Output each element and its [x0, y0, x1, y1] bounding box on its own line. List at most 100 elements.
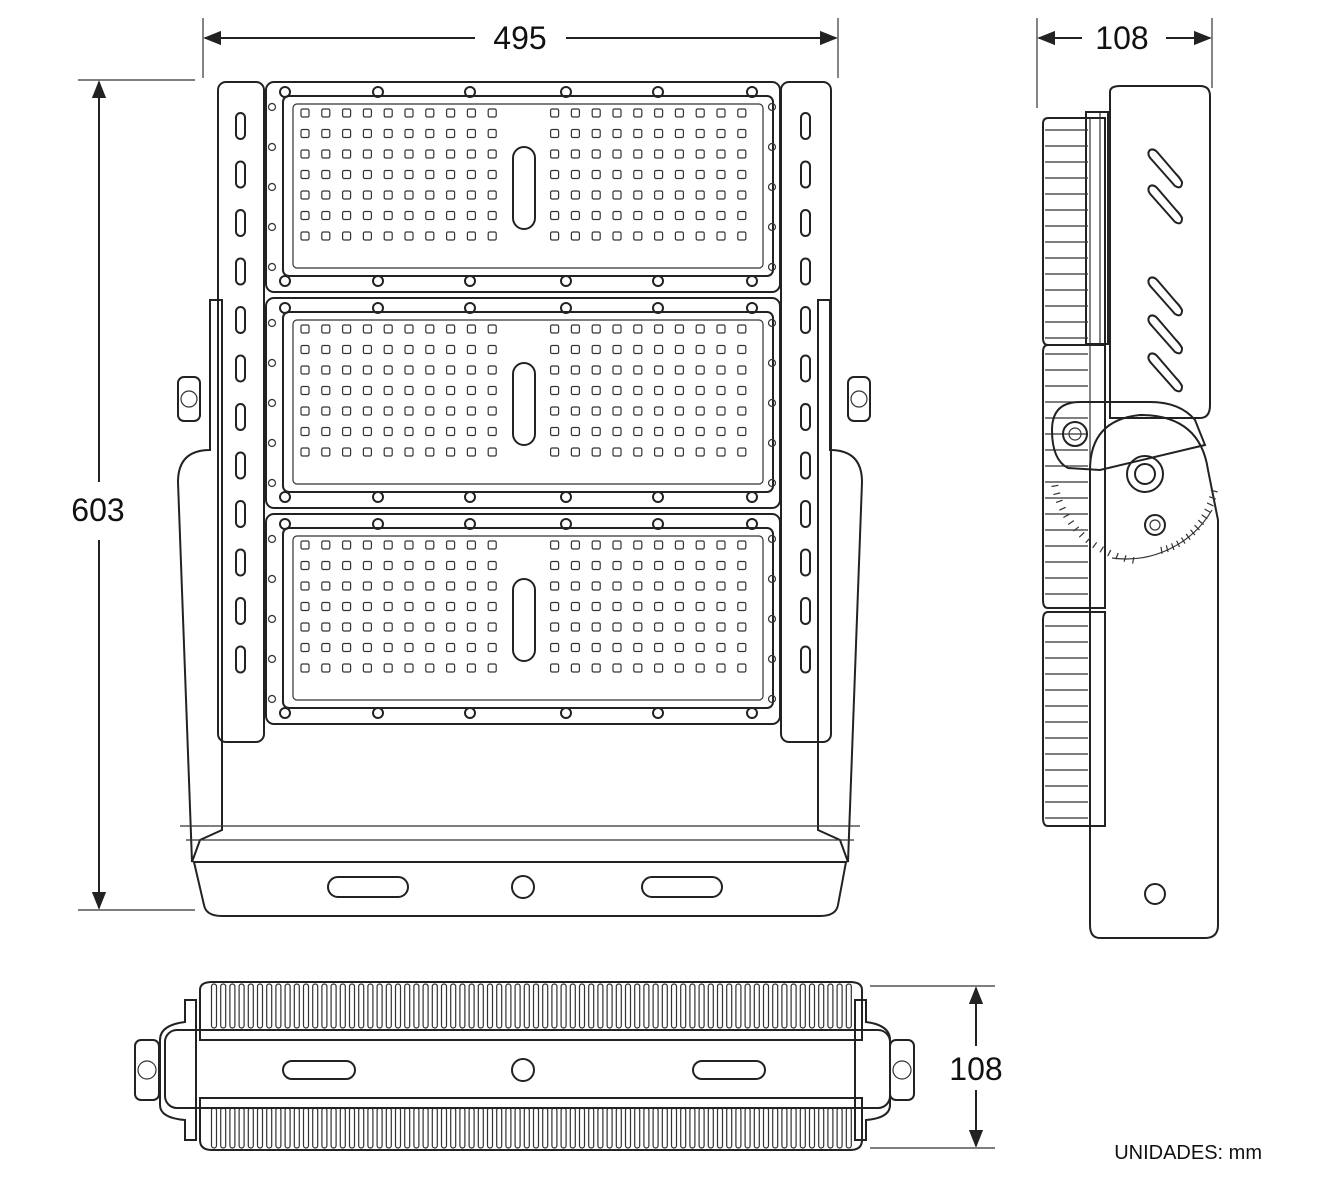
led-chip [466, 663, 476, 673]
led-chip [570, 210, 581, 221]
led-chip [612, 622, 622, 632]
fin [321, 1107, 328, 1149]
led-chip [425, 540, 435, 550]
module-frame [265, 81, 781, 293]
led-chip [653, 231, 664, 241]
screw-icon [767, 262, 777, 272]
fin [247, 983, 254, 1029]
screw-icon [767, 222, 777, 232]
led-chip [321, 365, 331, 375]
fin [339, 1107, 346, 1149]
led-chip [425, 108, 435, 118]
rail-slot [800, 597, 811, 625]
led-chip [425, 149, 435, 159]
screw-icon [267, 182, 277, 192]
fin [716, 983, 724, 1029]
screw-icon [746, 707, 758, 719]
led-chip [404, 365, 414, 375]
led-chip [570, 560, 581, 571]
led-modules [265, 81, 781, 725]
led-chip [674, 560, 685, 571]
led-chip [612, 406, 622, 416]
screw-icon [279, 302, 291, 314]
led-chip [633, 190, 643, 200]
led-chip [674, 642, 685, 653]
led-chip [633, 128, 643, 139]
led-chip [321, 622, 331, 632]
led-chip [300, 149, 310, 159]
fin [661, 983, 668, 1029]
led-chip [591, 169, 601, 180]
led-chip [404, 169, 414, 180]
led-chip [633, 540, 643, 550]
module-lens-frame [282, 527, 774, 709]
led-chip [633, 642, 643, 653]
fin [827, 1107, 834, 1149]
led-chip [653, 344, 664, 355]
led-chip [466, 581, 476, 591]
led-chip [716, 622, 726, 632]
led-chip [383, 190, 393, 200]
fin [643, 983, 650, 1029]
left-rail [217, 81, 265, 743]
module-lens [292, 535, 764, 701]
screw-icon [767, 654, 777, 664]
rail-slot [235, 548, 246, 577]
led-chip [570, 601, 581, 612]
fin [680, 983, 687, 1029]
fin [284, 983, 291, 1029]
led-chip [300, 642, 310, 653]
fin [376, 1107, 383, 1149]
led-chip [321, 210, 331, 221]
module-center-oval [512, 146, 536, 230]
led-chip [674, 108, 685, 118]
led-chip [570, 365, 581, 375]
bottom-view: 108 [134, 981, 1003, 1151]
fin [698, 983, 705, 1029]
led-chip [653, 560, 664, 571]
led-chip [362, 365, 372, 375]
led-chip [674, 581, 685, 591]
fin [238, 1107, 245, 1149]
led-chip [404, 149, 414, 159]
led-chip [342, 231, 352, 241]
bracket-slot [1147, 148, 1184, 189]
led-chip [653, 108, 664, 118]
led-chip [383, 324, 393, 334]
led-chip [321, 149, 331, 159]
led-chip [633, 447, 643, 457]
led-chip [466, 560, 476, 571]
led-chip [446, 210, 456, 221]
fin [551, 1107, 558, 1149]
led-chip [612, 642, 622, 653]
led-chip [466, 642, 476, 653]
led-chip [487, 426, 497, 437]
screw-icon [767, 534, 777, 544]
fin [588, 983, 595, 1029]
front-bracket [176, 299, 871, 917]
led-chip [342, 190, 352, 200]
led-chip [633, 231, 643, 241]
width-label: 495 [493, 20, 546, 56]
led-chip [591, 344, 601, 355]
rail-slot [800, 306, 811, 334]
fin [330, 1107, 337, 1149]
led-chip [695, 108, 705, 118]
led-chip [549, 601, 560, 612]
led-chip [612, 344, 622, 355]
led-chip [362, 108, 372, 118]
screw-icon [372, 86, 384, 98]
led-chip [362, 149, 372, 159]
led-chip [300, 406, 310, 416]
led-chip [695, 169, 705, 180]
fin [551, 983, 558, 1029]
led-chip [549, 622, 560, 632]
screw-icon [560, 491, 572, 503]
led-chip [612, 663, 622, 673]
fin [376, 983, 383, 1029]
fin [726, 983, 733, 1029]
fin [505, 983, 512, 1029]
led-chip [300, 210, 310, 221]
screw-icon [372, 275, 384, 287]
led-chip [737, 169, 747, 180]
